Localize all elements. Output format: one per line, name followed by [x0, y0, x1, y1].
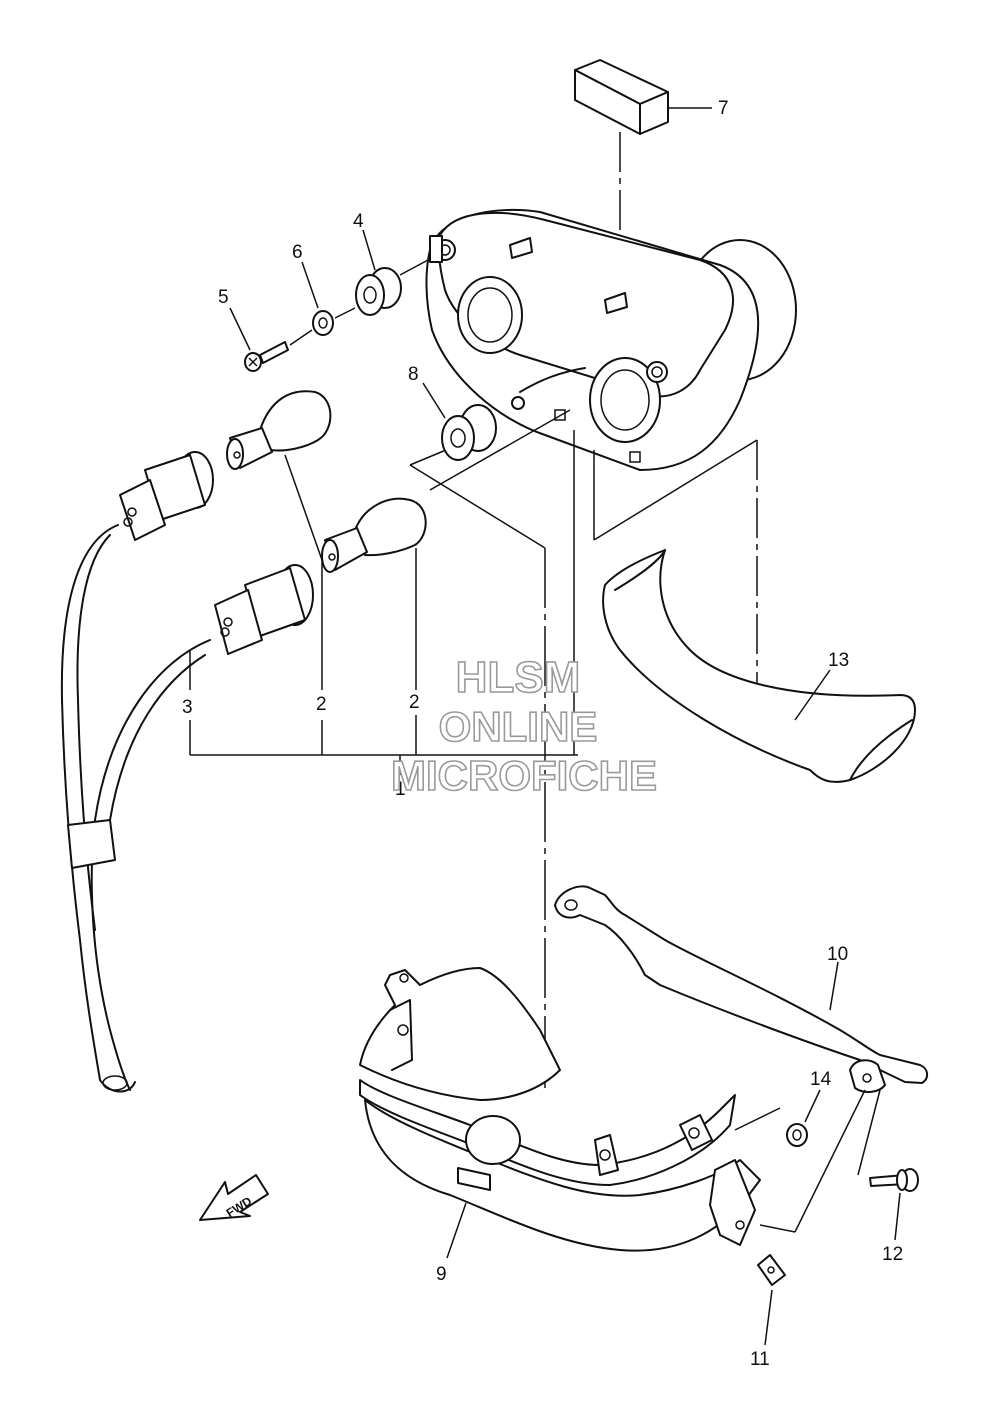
part-6-washer [312, 310, 334, 336]
guide-bracket-2 [759, 1224, 796, 1233]
axis-12 [857, 1089, 881, 1176]
part-5-screw [244, 341, 289, 372]
callout-5: 5 [218, 287, 229, 308]
leader-9 [446, 1202, 467, 1259]
leader-5 [229, 307, 251, 351]
guide-bracket [794, 1089, 866, 1233]
callout-3: 3 [182, 697, 193, 718]
part-2-bulb-lower [321, 497, 427, 573]
part-12-bolt [869, 1168, 919, 1192]
leader-12 [894, 1192, 901, 1241]
part-10-bracket [554, 885, 928, 1093]
callout-1: 1 [395, 779, 406, 800]
part-13-shield [602, 549, 916, 783]
leader-8 [422, 382, 446, 419]
callout-8: 8 [408, 364, 419, 385]
leader-10 [829, 961, 839, 1011]
forward-arrow-icon: FWD [199, 1174, 269, 1221]
wire-harness [60, 524, 211, 1093]
leader-14 [804, 1089, 821, 1123]
callout-14: 14 [810, 1069, 832, 1090]
socket-lower [214, 564, 314, 655]
axis-5 [289, 329, 313, 346]
watermark-line3: MICROFICHE [391, 752, 657, 799]
part-4-grommet [355, 267, 402, 316]
callout-6: 6 [292, 242, 303, 263]
assembly-bracket-1 [189, 454, 578, 775]
watermark-line1: HLSM [456, 653, 581, 702]
callout-12: 12 [882, 1244, 903, 1265]
callout-7: 7 [718, 98, 729, 119]
part-8-plug [441, 404, 497, 461]
axis-6 [334, 307, 356, 319]
callout-2-lower: 2 [409, 692, 420, 713]
leader-13 [794, 669, 831, 721]
headlight-housing [425, 208, 797, 471]
leader-11 [764, 1289, 773, 1346]
part-2-bulb-upper [226, 390, 332, 470]
axis-4 [399, 259, 429, 276]
leader-4 [362, 229, 376, 271]
callout-2-upper: 2 [316, 694, 327, 715]
leader-6 [301, 261, 319, 309]
socket-upper [119, 451, 214, 541]
callout-9: 9 [436, 1264, 447, 1285]
axis-14 [734, 1107, 781, 1131]
callout-4: 4 [353, 211, 364, 232]
housing-guide-lines [409, 409, 758, 1090]
callout-11: 11 [750, 1349, 770, 1370]
part-7-pad [574, 59, 669, 135]
callout-10: 10 [827, 944, 848, 965]
part-14-nut [786, 1123, 808, 1147]
watermark-line2: ONLINE [439, 703, 598, 750]
watermark: HLSM ONLINE MICROFICHE [390, 652, 658, 800]
part-11-clip [757, 1254, 786, 1286]
callout-13: 13 [828, 650, 849, 671]
part-9-lower-cover [359, 967, 761, 1252]
